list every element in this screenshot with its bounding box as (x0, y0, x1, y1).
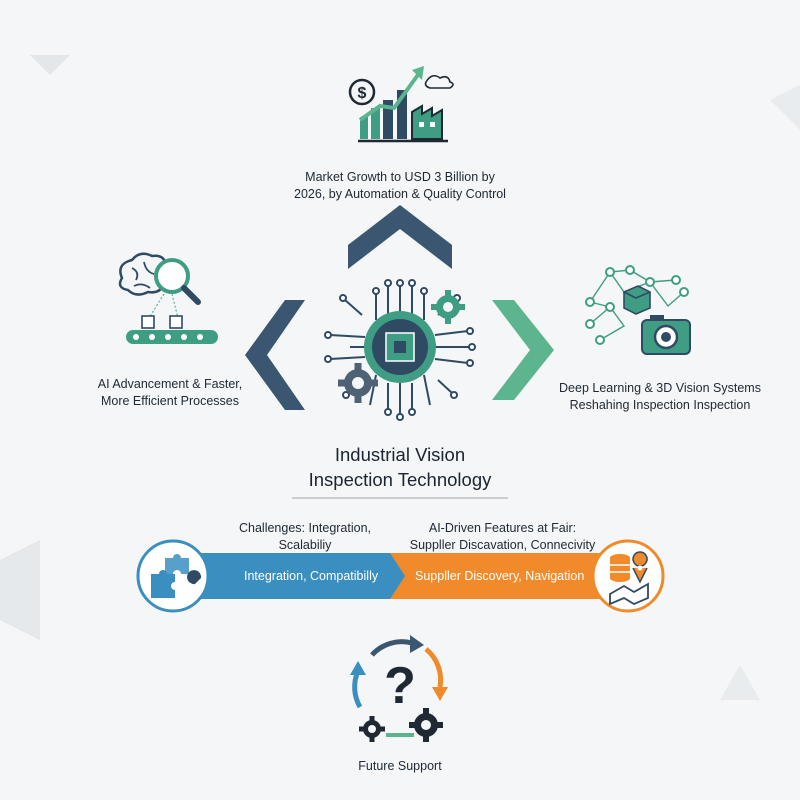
bottom-label: Future Support (358, 759, 442, 773)
top-label-line-2: 2026, by Automation & Quality Control (294, 187, 506, 201)
left-label: AI Advancement & Faster, More Efficient … (70, 376, 270, 410)
top-label: Market Growth to USD 3 Billion by 2026, … (270, 169, 530, 203)
features-heading: AI-Driven Features at Fair: Suppller Dis… (395, 520, 610, 554)
left-chevron-arrow (245, 300, 305, 410)
challenges-heading-line-1: Challenges: Integration, (238, 521, 372, 535)
puzzle-wrench-icon (136, 539, 210, 613)
title-line-1: Industrial Vision (334, 444, 466, 465)
left-label-line-1: AI Advancement & Faster, (97, 377, 243, 391)
market-growth-chart-icon: $ (348, 66, 454, 143)
title-divider (292, 497, 508, 499)
right-label-line-2: Reshahing Inspection Inspection (569, 398, 751, 412)
neural-network-camera-icon (585, 265, 691, 355)
ai-brain-magnifier-conveyor-icon (118, 252, 218, 344)
features-heading-line-1: AI-Driven Features at Fair: (428, 521, 577, 535)
database-map-pin-icon (591, 539, 665, 613)
features-heading-line-2: Suppller Discavation, Connecivity (409, 538, 596, 552)
left-label-line-2: More Efficient Processes (100, 394, 240, 408)
title-line-2: Inspection Technology (308, 469, 492, 490)
svg-text:?: ? (384, 657, 416, 715)
up-chevron-arrow (348, 205, 452, 269)
challenges-heading: Challenges: Integration, Scalabiliy (215, 520, 395, 554)
svg-text:$: $ (358, 85, 367, 102)
features-band-label: Suppller Discovery, Navigation (415, 569, 585, 583)
challenges-heading-line-2: Scalabiliy (278, 538, 332, 552)
top-label-line-1: Market Growth to USD 3 Billion by (305, 170, 495, 184)
challenges-band-label: Integration, Compatibilly (244, 569, 379, 583)
right-chevron-arrow (492, 300, 554, 400)
challenges-features-band (170, 553, 630, 599)
circuit-chip-gears-icon (324, 279, 476, 421)
diagram-title: Industrial Vision Inspection Technology (250, 442, 550, 492)
right-label-line-1: Deep Learning & 3D Vision Systems (559, 381, 761, 395)
right-label: Deep Learning & 3D Vision Systems Reshah… (540, 380, 780, 414)
question-cycle-gears-icon: ? (350, 635, 448, 742)
